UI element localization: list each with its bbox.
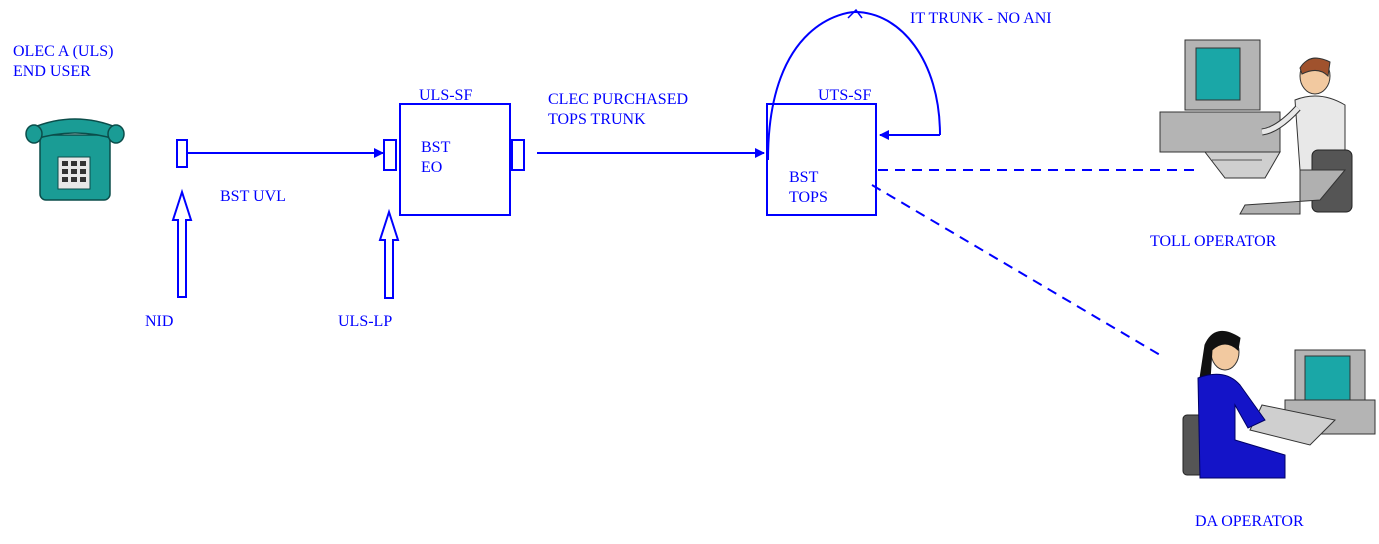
nid-label: NID: [145, 312, 173, 332]
toll-operator-icon: [1160, 40, 1352, 214]
uls-lp-label: ULS-LP: [338, 312, 392, 332]
uls-lp-up-arrow: [380, 212, 398, 298]
uts-sf-label: UTS-SF: [818, 86, 871, 106]
bst-uvl-label: BST UVL: [220, 187, 286, 207]
bst-tops-label: BST TOPS: [789, 168, 828, 208]
toll-operator-label: TOLL OPERATOR: [1150, 232, 1276, 252]
clec-trunk-label: CLEC PURCHASED TOPS TRUNK: [548, 90, 688, 130]
da-dashed-link: [872, 185, 1160, 355]
nid-box: [177, 140, 187, 167]
uls-sf-label: ULS-SF: [419, 86, 472, 106]
end-user-label: OLEC A (ULS) END USER: [13, 42, 113, 82]
da-operator-label: DA OPERATOR: [1195, 512, 1304, 532]
telephone-icon: [26, 119, 124, 200]
bst-eo-box: [400, 104, 510, 215]
nid-up-arrow: [173, 192, 191, 297]
bst-eo-label: BST EO: [421, 138, 450, 178]
uls-lp-box: [384, 140, 396, 170]
eo-port-box: [512, 140, 524, 170]
it-trunk-label: IT TRUNK - NO ANI: [910, 9, 1052, 29]
da-operator-icon: [1183, 331, 1375, 478]
